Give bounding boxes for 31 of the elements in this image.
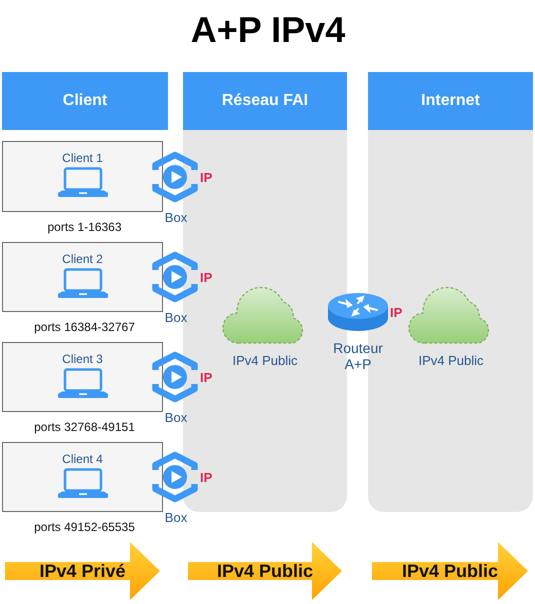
client-box: [2, 242, 163, 312]
port-range-label: ports 32768-49151: [34, 420, 135, 434]
column-header: Client: [2, 72, 168, 130]
port-range-label: ports 1-16363: [47, 220, 122, 234]
block-arrow: IPv4 Public: [372, 542, 528, 600]
ip-tag: IP: [200, 470, 212, 485]
client-box: [2, 342, 163, 412]
client-label: Client 3: [62, 352, 103, 366]
device-label: Box: [164, 310, 188, 325]
ip-tag: IP: [390, 305, 402, 320]
block-arrow: IPv4 Privé: [5, 542, 160, 600]
diagram-title: A+P IPv4: [190, 10, 346, 50]
cloud-label: IPv4 Public: [418, 353, 484, 368]
cloud-label: IPv4 Public: [232, 353, 298, 368]
device-label: Box: [164, 410, 188, 425]
client-label: Client 4: [62, 452, 103, 466]
client-box: [2, 442, 163, 512]
ip-tag: IP: [200, 170, 212, 185]
block-arrow: IPv4 Public: [188, 542, 342, 600]
port-range-label: ports 49152-65535: [34, 520, 135, 534]
device-label: Box: [164, 210, 188, 225]
port-range-label: ports 16384-32767: [34, 320, 135, 334]
column-header: Réseau FAI: [183, 72, 347, 130]
client-label: Client 2: [62, 252, 103, 266]
client-label: Client 1: [62, 151, 103, 165]
column-header: Internet: [368, 72, 533, 130]
client-box: [2, 141, 163, 212]
device-label: Box: [164, 510, 188, 525]
ip-tag: IP: [200, 370, 212, 385]
router-label: Routeur A+P: [332, 340, 384, 372]
ip-tag: IP: [200, 270, 212, 285]
